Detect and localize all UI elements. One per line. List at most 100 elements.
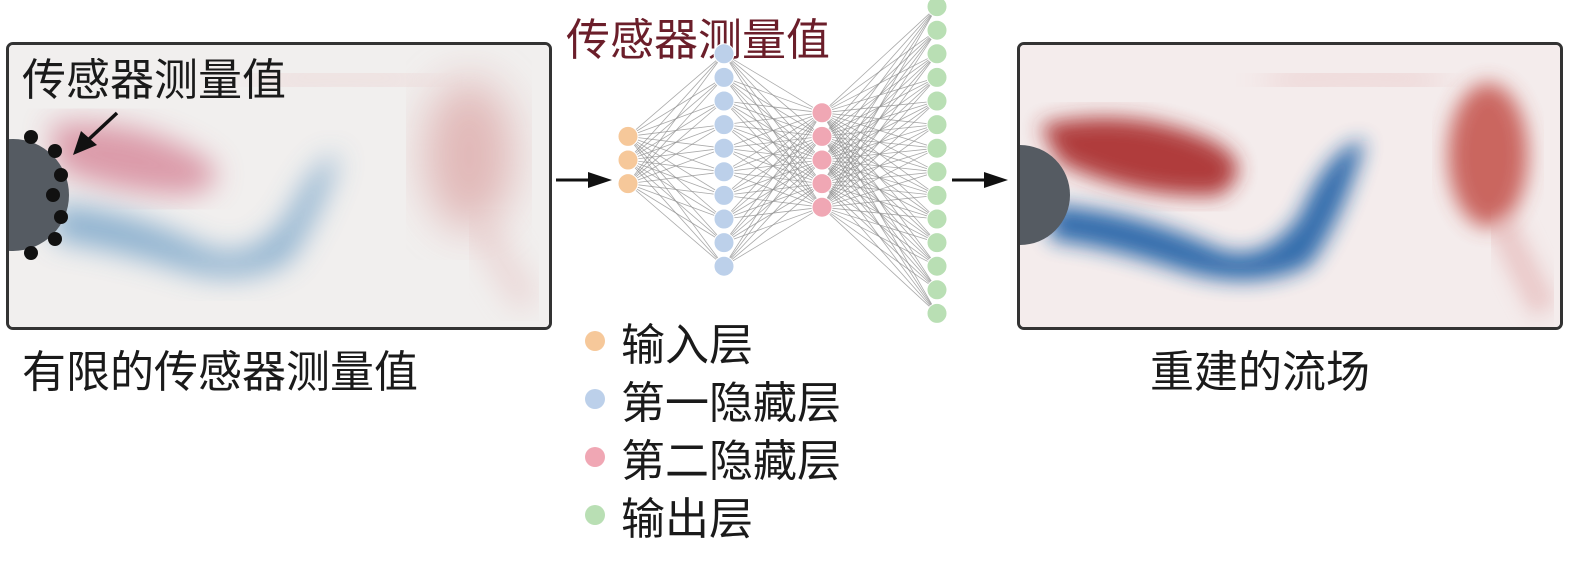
network-title: 传感器测量值	[566, 15, 830, 66]
node-output	[926, 232, 948, 254]
node-output	[926, 137, 948, 159]
connection-line	[723, 136, 823, 267]
node-hidden-1	[713, 255, 735, 277]
connection-line	[723, 77, 823, 114]
neural-network-diagram	[617, 0, 948, 324]
node-output	[926, 161, 948, 183]
connection-line	[723, 112, 823, 149]
node-input	[617, 173, 639, 195]
node-output	[926, 66, 948, 88]
node-output	[926, 114, 948, 136]
connection-line	[821, 6, 938, 161]
connection-line	[723, 100, 823, 114]
node-hidden-2	[811, 173, 833, 195]
legend-label: 输出层	[621, 494, 753, 545]
connection-line	[627, 147, 725, 184]
connection-line	[821, 171, 938, 208]
connection-line	[627, 171, 725, 184]
cylinder-obstacle	[1020, 145, 1070, 245]
node-hidden-1	[713, 232, 735, 254]
connection-line	[821, 6, 938, 184]
reconstructed-flow-field-image	[1020, 45, 1560, 327]
connection-line	[723, 112, 823, 125]
connection-line	[723, 183, 823, 267]
reconstructed-flow-field-panel	[1017, 42, 1563, 330]
connection-line	[723, 206, 823, 267]
sparse-flow-field-image	[9, 45, 549, 327]
connection-line	[627, 77, 725, 184]
connection-line	[821, 206, 938, 314]
node-output	[926, 90, 948, 112]
node-hidden-2	[811, 149, 833, 171]
node-hidden-1	[713, 90, 735, 112]
node-hidden-1	[713, 184, 735, 206]
connection-line	[723, 112, 823, 243]
connection-line	[627, 53, 725, 137]
legend-dot-output	[585, 505, 605, 525]
connection-line	[821, 147, 938, 208]
node-hidden-2	[811, 196, 833, 218]
legend-item-hidden-2: 第二隐藏层	[585, 428, 841, 487]
node-input	[617, 125, 639, 147]
connection-line	[821, 206, 938, 243]
connection-line	[821, 29, 938, 208]
connection-line	[723, 53, 823, 114]
connection-line	[627, 124, 725, 184]
connection-line	[627, 183, 725, 243]
connection-line	[627, 53, 725, 184]
connection-line	[723, 159, 823, 267]
node-hidden-2	[811, 102, 833, 124]
node-output	[926, 255, 948, 277]
connection-line	[627, 183, 725, 220]
node-hidden-1	[713, 137, 735, 159]
legend-dot-input	[585, 331, 605, 351]
connection-line	[723, 112, 823, 267]
sensor-label: 传感器测量值	[22, 55, 286, 106]
connection-line	[627, 53, 725, 161]
connection-line	[821, 100, 938, 208]
layer-legend: 输入层 第一隐藏层 第二隐藏层 输出层	[585, 312, 841, 545]
node-output	[926, 184, 948, 206]
legend-item-output: 输出层	[585, 486, 841, 545]
connection-line	[821, 77, 938, 208]
connection-line	[821, 195, 938, 208]
legend-item-input: 输入层	[585, 312, 841, 371]
node-output	[926, 0, 948, 18]
node-hidden-1	[713, 114, 735, 136]
node-output	[926, 279, 948, 301]
node-hidden-1	[713, 208, 735, 230]
connection-line	[723, 112, 823, 220]
node-input	[617, 149, 639, 171]
connection-line	[821, 6, 938, 137]
sparse-flow-field-panel	[6, 42, 552, 330]
network-nodes	[617, 0, 948, 324]
connection-line	[723, 112, 823, 173]
legend-label: 第一隐藏层	[621, 378, 841, 429]
legend-item-hidden-1: 第一隐藏层	[585, 370, 841, 429]
legend-label: 输入层	[621, 320, 753, 371]
network-connections	[627, 6, 938, 314]
connection-line	[627, 183, 725, 267]
connection-line	[821, 206, 938, 220]
legend-label: 第二隐藏层	[621, 436, 841, 487]
connection-line	[821, 6, 938, 114]
connection-line	[821, 206, 938, 267]
node-hidden-1	[713, 43, 735, 65]
arrow-right-icon	[556, 172, 612, 188]
connection-line	[821, 206, 938, 291]
node-hidden-1	[713, 161, 735, 183]
cylinder-obstacle	[9, 139, 69, 251]
right-caption: 重建的流场	[1150, 347, 1370, 398]
node-output	[926, 19, 948, 41]
legend-dot-hidden-2	[585, 447, 605, 467]
connection-line	[627, 183, 725, 196]
arrow-right-icon	[952, 172, 1008, 188]
node-output	[926, 43, 948, 65]
left-caption: 有限的传感器测量值	[22, 347, 418, 398]
node-hidden-2	[811, 125, 833, 147]
node-output	[926, 208, 948, 230]
connection-line	[821, 53, 938, 208]
sensor-pointer-arrow	[73, 111, 119, 155]
connection-line	[821, 124, 938, 208]
legend-dot-hidden-1	[585, 389, 605, 409]
